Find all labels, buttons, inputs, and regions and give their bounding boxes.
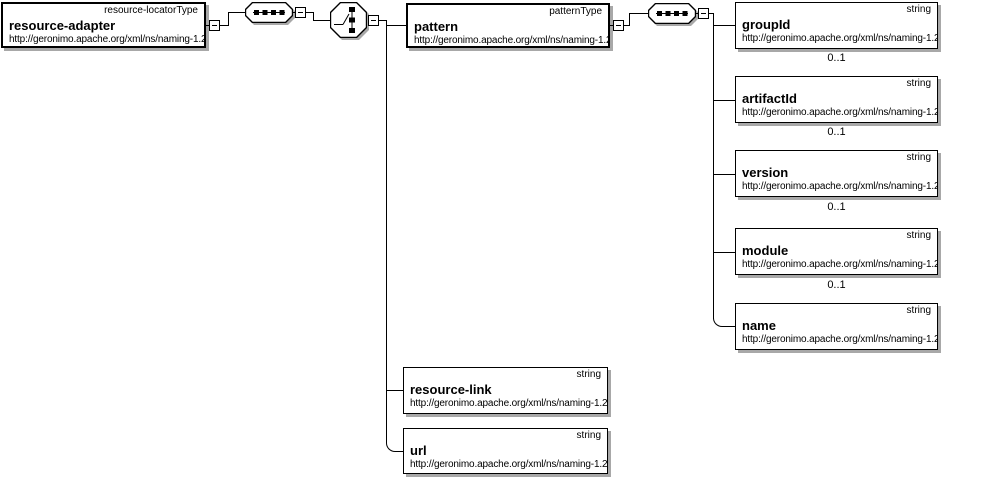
node-name-label: groupId [742,17,791,32]
collapse-toggle-icon[interactable] [295,7,306,18]
element-node-module[interactable]: string module http://geronimo.apache.org… [735,228,938,275]
connector-line [714,100,735,101]
connector-elbow [386,443,395,452]
node-type-label: resource-locatorType [104,5,198,16]
node-namespace-label: http://geronimo.apache.org/xml/ns/naming… [9,34,206,45]
collapse-toggle-icon[interactable] [698,8,709,19]
connector-line [314,20,330,21]
node-type-label: string [906,152,931,163]
node-namespace-label: http://geronimo.apache.org/xml/ns/naming… [742,33,938,44]
node-namespace-label: http://geronimo.apache.org/xml/ns/naming… [742,107,938,118]
sequence-icon[interactable] [648,3,696,24]
node-type-label: string [906,4,931,15]
connector-line [629,13,630,26]
connector-elbow [713,318,722,327]
node-name-label: pattern [414,19,459,34]
node-namespace-label: http://geronimo.apache.org/xml/ns/naming… [742,181,938,192]
node-namespace-label: http://geronimo.apache.org/xml/ns/naming… [742,259,938,270]
element-node-resource-adapter[interactable]: resource-locatorType resource-adapter ht… [1,2,206,48]
connector-line [714,174,735,175]
connector-line [713,13,714,319]
sequence-icon[interactable] [245,2,293,23]
node-name-label: module [742,243,789,258]
node-type-label: string [576,430,601,441]
connector-line [630,13,648,14]
connector-line [709,13,714,14]
connector-line [386,20,387,443]
connector-line [293,12,295,13]
node-name-label: artifactId [742,91,797,106]
connector-line [228,12,229,26]
node-type-label: string [906,78,931,89]
occurrence-label-artifactid: 0..1 [827,126,846,138]
connector-line [696,13,698,14]
connector-line [387,25,406,26]
element-node-name[interactable]: string name http://geronimo.apache.org/x… [735,303,938,350]
collapse-toggle-icon[interactable] [209,20,220,31]
connector-line [229,12,245,13]
element-node-url[interactable]: string url http://geronimo.apache.org/xm… [403,428,608,474]
node-name-label: url [410,443,427,458]
connector-line [206,25,209,26]
occurrence-label-version: 0..1 [827,201,846,213]
node-type-label: string [906,305,931,316]
element-node-version[interactable]: string version http://geronimo.apache.or… [735,150,938,197]
node-name-label: resource-adapter [9,18,116,33]
node-type-label: string [576,369,601,380]
node-type-label: string [906,230,931,241]
connector-line [220,25,229,26]
node-namespace-label: http://geronimo.apache.org/xml/ns/naming… [410,459,608,470]
connector-line [313,12,314,21]
connector-line [306,12,314,13]
element-node-resource-link[interactable]: string resource-link http://geronimo.apa… [403,367,608,414]
connector-line [610,25,613,26]
connector-line [722,326,735,327]
element-node-pattern[interactable]: patternType pattern http://geronimo.apac… [406,3,610,48]
connector-line [387,390,403,391]
node-namespace-label: http://geronimo.apache.org/xml/ns/naming… [742,334,938,345]
element-node-groupid[interactable]: string groupId http://geronimo.apache.or… [735,2,938,49]
collapse-toggle-icon[interactable] [613,20,624,31]
occurrence-label-module: 0..1 [827,279,846,291]
connector-line [624,25,630,26]
node-namespace-label: http://geronimo.apache.org/xml/ns/naming… [410,398,608,409]
node-name-label: version [742,165,789,180]
choice-icon[interactable] [330,2,367,38]
occurrence-label-groupid: 0..1 [827,52,846,64]
node-namespace-label: http://geronimo.apache.org/xml/ns/naming… [414,35,610,46]
collapse-toggle-icon[interactable] [368,15,379,26]
node-name-label: resource-link [410,382,492,397]
connector-line [714,252,735,253]
node-type-label: patternType [549,6,602,17]
node-name-label: name [742,318,776,333]
connector-line [379,20,387,21]
connector-line [395,451,403,452]
element-node-artifactid[interactable]: string artifactId http://geronimo.apache… [735,76,938,123]
connector-line [714,25,735,26]
